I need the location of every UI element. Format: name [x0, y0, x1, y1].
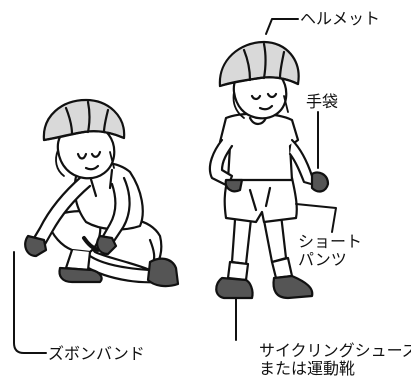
helmet-label: ヘルメット: [300, 10, 380, 28]
helmet-label-text: ヘルメット: [300, 9, 381, 28]
shorts-label-line1: ショート: [298, 232, 363, 251]
shoes-label-line1: サイクリングシューズ: [259, 341, 411, 360]
kneeling-child: [24, 98, 180, 288]
gloves-label: 手袋: [306, 93, 338, 111]
shoes-label-line2: または運動靴: [259, 359, 356, 378]
trouser-band-label-text: ズボンバンド: [48, 344, 145, 363]
shoes-label: サイクリングシューズ または運動靴: [217, 342, 411, 378]
trouser-band-label: ズボンバンド: [48, 345, 145, 363]
standing-child: [208, 40, 330, 300]
shorts-label-line2: パンツ: [298, 250, 347, 269]
callout-lines: [13, 18, 337, 354]
gloves-label-text: 手袋: [306, 92, 339, 111]
shorts-label: ショート パンツ: [298, 233, 362, 269]
